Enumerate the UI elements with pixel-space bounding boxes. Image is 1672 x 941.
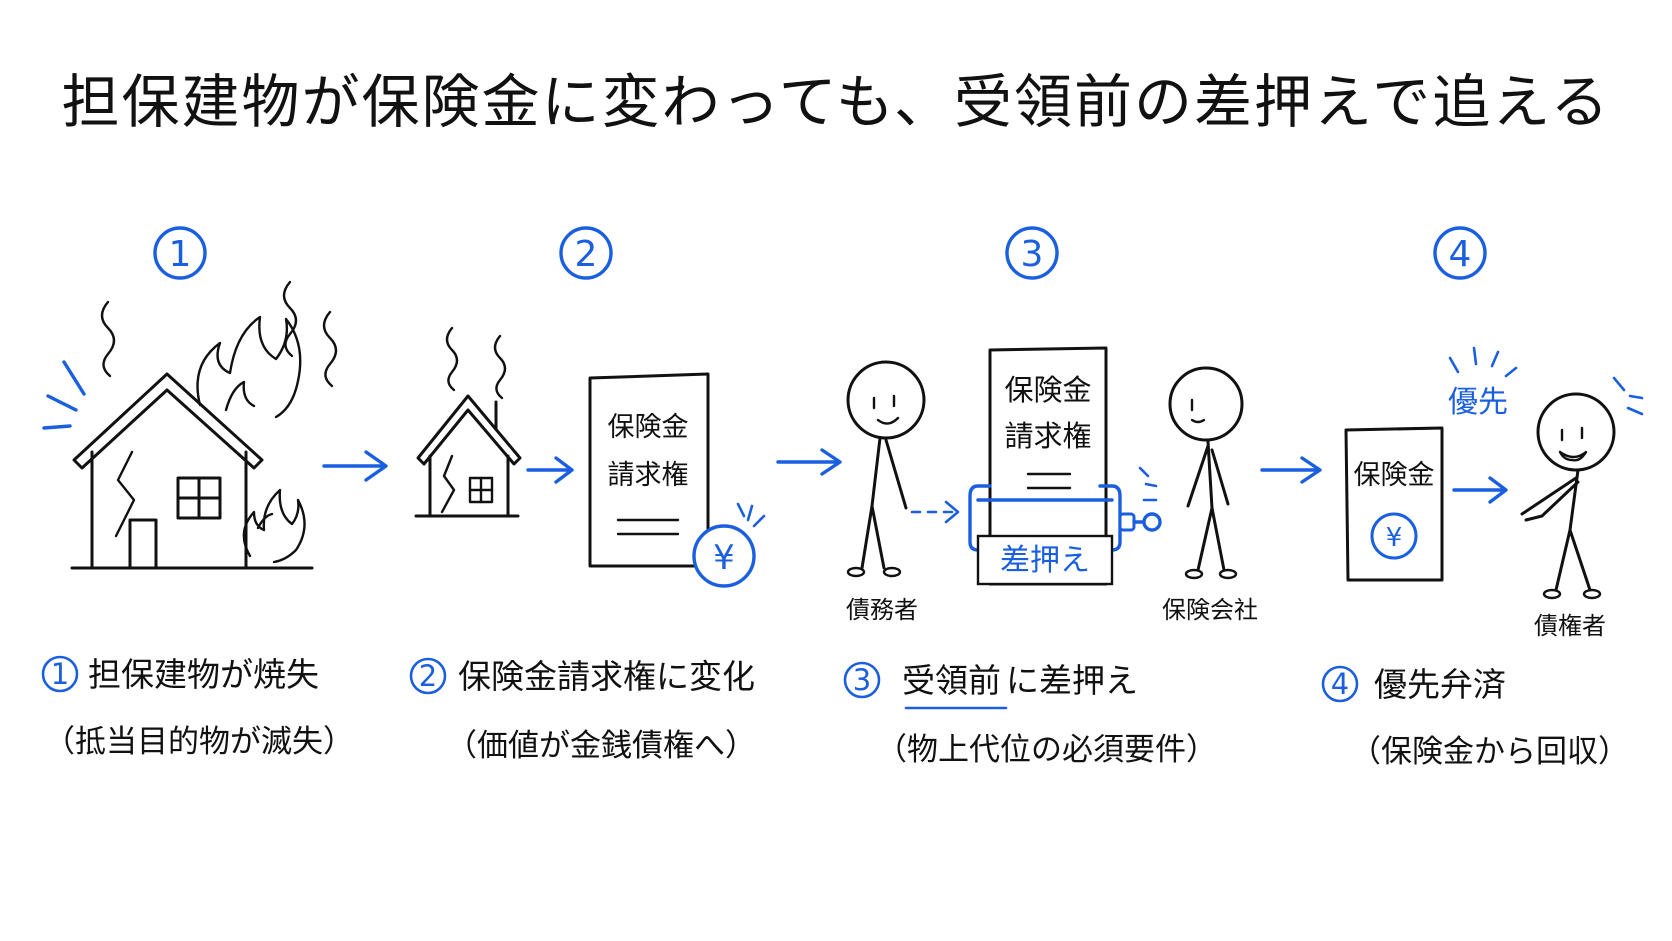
svg-text:担保建物が焼失: 担保建物が焼失 [88, 655, 319, 694]
svg-text:保険金: 保険金 [1354, 460, 1435, 491]
clamped-document-icon: 保険金 請求権 [988, 346, 1108, 586]
insurer-label: 保険会社 [1162, 596, 1258, 624]
insurer-stick-figure-icon [1168, 366, 1244, 580]
creditor-stick-figure-icon [1520, 376, 1644, 600]
svg-text:請求権: 請求権 [608, 460, 689, 491]
yen-coin-icon: ¥ [692, 502, 766, 588]
svg-text:4: 4 [1331, 667, 1349, 701]
arrow-right-icon [1452, 476, 1508, 504]
svg-text:保険金請求権に変化: 保険金請求権に変化 [458, 657, 755, 696]
svg-text:2: 2 [575, 234, 598, 275]
svg-text:2: 2 [419, 659, 437, 693]
step-number-1: 1 [153, 226, 207, 280]
svg-text:保険金: 保険金 [1004, 373, 1091, 407]
insurance-payout-document-icon: 保険金 ¥ [1344, 426, 1444, 582]
svg-text:保険金: 保険金 [608, 412, 689, 443]
clamp-icon: 差押え [968, 466, 1162, 586]
caption-step-1: 1 担保建物が焼失 （抵当目的物が滅失） [41, 655, 354, 760]
arrow-right-icon [526, 456, 574, 484]
step-number-3: 3 [1005, 226, 1059, 280]
priority-label: 優先 [1448, 385, 1508, 420]
svg-text:¥: ¥ [713, 538, 735, 578]
svg-text:優先弁済: 優先弁済 [1374, 665, 1506, 704]
damaged-house-icon [414, 326, 522, 518]
svg-text:（抵当目的物が滅失）: （抵当目的物が滅失） [44, 724, 354, 760]
svg-text:（価値が金銭債権へ）: （価値が金銭債権へ） [446, 728, 756, 764]
priority-burst-icon [1448, 346, 1518, 378]
burning-house-icon [42, 280, 338, 570]
dashed-arrow-icon [910, 500, 960, 524]
svg-text:1: 1 [169, 234, 192, 275]
svg-text:3: 3 [1021, 234, 1044, 275]
page-title: 担保建物が保険金に変わっても、受領前の差押えで追える [62, 68, 1611, 136]
debtor-label: 債務者 [846, 596, 918, 624]
creditor-label: 債権者 [1534, 612, 1606, 640]
svg-text:4: 4 [1449, 234, 1472, 275]
caption-step-2: 2 保険金請求権に変化 （価値が金銭債権へ） [409, 657, 756, 764]
seizure-label: 差押え [1000, 543, 1090, 578]
caption-step-4: 4 優先弁済 （保険金から回収） [1321, 665, 1629, 770]
svg-text:に差押え: に差押え [1006, 661, 1138, 700]
arrow-right-icon [1260, 456, 1322, 484]
yen-coin-icon: ¥ [1386, 523, 1403, 553]
step-number-4: 4 [1433, 226, 1487, 280]
debtor-stick-figure-icon [846, 360, 926, 578]
svg-text:請求権: 請求権 [1004, 419, 1091, 453]
caption-step-3: 3 受領前 に差押え （物上代位の必須要件） [843, 661, 1217, 768]
insurance-claim-document-icon: 保険金 請求権 [588, 372, 710, 568]
arrow-right-icon [776, 448, 842, 476]
caption-underlined-text: 受領前 [902, 661, 1001, 700]
svg-text:3: 3 [853, 663, 871, 697]
svg-text:（物上代位の必須要件）: （物上代位の必須要件） [876, 732, 1217, 768]
arrow-right-icon [322, 450, 388, 482]
svg-text:1: 1 [51, 657, 69, 691]
svg-text:（保険金から回収）: （保険金から回収） [1350, 734, 1629, 770]
step-number-2: 2 [559, 226, 613, 280]
